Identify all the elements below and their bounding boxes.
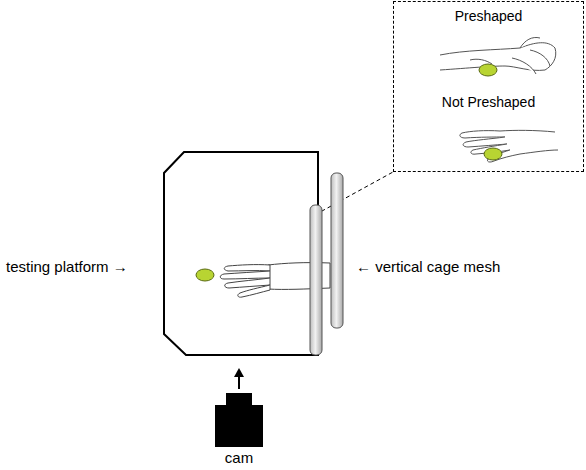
part-label: ← vertical cage mesh — [356, 258, 500, 275]
pellet — [196, 269, 214, 281]
pellet — [484, 148, 502, 160]
part-label: cam — [225, 449, 253, 466]
callout-box: PreshapedNot Preshaped — [393, 1, 584, 172]
callout-heading: Preshaped — [394, 8, 583, 24]
camera-arrowhead — [234, 368, 244, 377]
flat-hand — [460, 130, 558, 162]
pellet — [479, 64, 497, 76]
part-label: testing platform → — [6, 258, 128, 275]
testing-platform — [164, 152, 318, 355]
callout-heading: Not Preshaped — [394, 94, 583, 110]
camera-body — [215, 405, 263, 447]
preshaped-hand — [440, 37, 556, 74]
camera-lens — [226, 393, 252, 407]
cage-bar — [310, 205, 322, 355]
cage-bar — [331, 173, 343, 328]
